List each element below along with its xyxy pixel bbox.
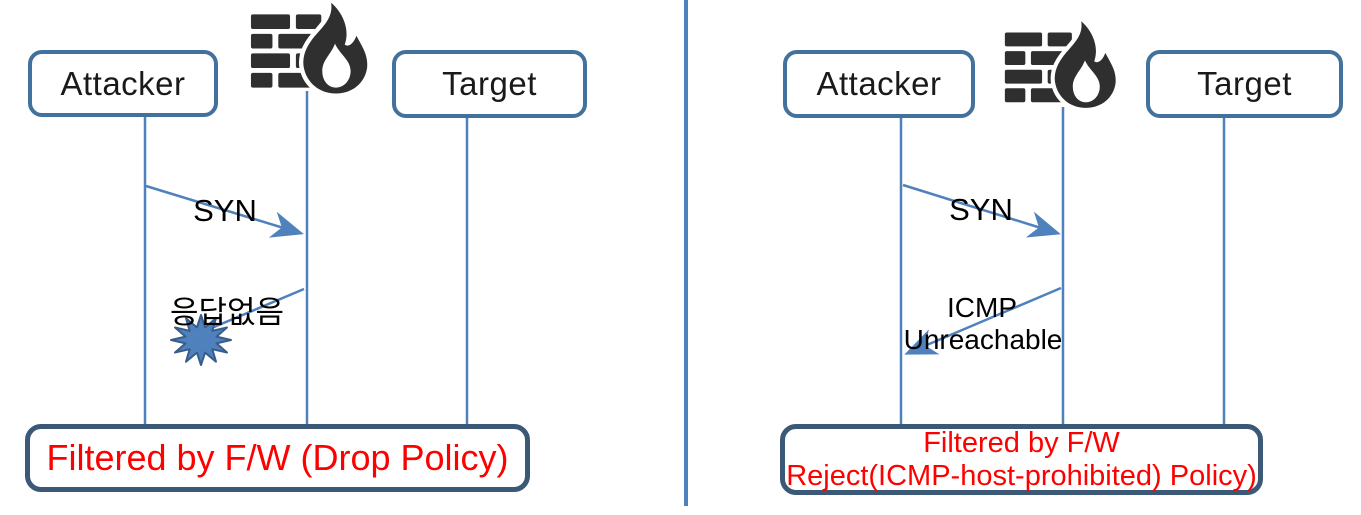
right-icmp-label-line2: Unreachable: [903, 324, 1063, 355]
right-syn-label: SYN: [949, 192, 1013, 227]
left-no-response-line: [206, 287, 305, 332]
right-result-line2: Reject(ICMP-host-prohibited) Policy): [786, 459, 1257, 492]
firewall-icon: [1003, 21, 1124, 110]
right-attacker-label: Attacker: [816, 65, 942, 102]
right-syn-arrow: [902, 183, 1061, 238]
right-lifelines: [899, 107, 1226, 425]
left-attacker-label: Attacker: [60, 64, 186, 102]
left-no-response-label: 응답없음: [169, 295, 285, 330]
right-target-label: Target: [1197, 65, 1292, 102]
right-icmp-label-line1: ICMP: [947, 292, 1017, 323]
left-attacker-node: Attacker: [28, 50, 218, 117]
right-target-node: Target: [1146, 50, 1343, 118]
explosion-burst-icon: [170, 314, 232, 366]
left-syn-label: SYN: [193, 193, 257, 228]
left-target-node: Target: [392, 50, 587, 118]
firewall-icon: [249, 2, 376, 96]
right-icmp-unreachable-arrow: [904, 286, 1062, 355]
left-target-label: Target: [442, 65, 537, 102]
left-lifelines: [143, 91, 469, 425]
right-result-line1: Filtered by F/W: [923, 426, 1120, 459]
right-result-box: Filtered by F/W Reject(ICMP-host-prohibi…: [780, 424, 1263, 495]
left-result-label: Filtered by F/W (Drop Policy): [46, 437, 509, 478]
left-result-box: Filtered by F/W (Drop Policy): [25, 424, 530, 492]
right-attacker-node: Attacker: [783, 50, 975, 118]
left-syn-arrow: [145, 184, 304, 238]
